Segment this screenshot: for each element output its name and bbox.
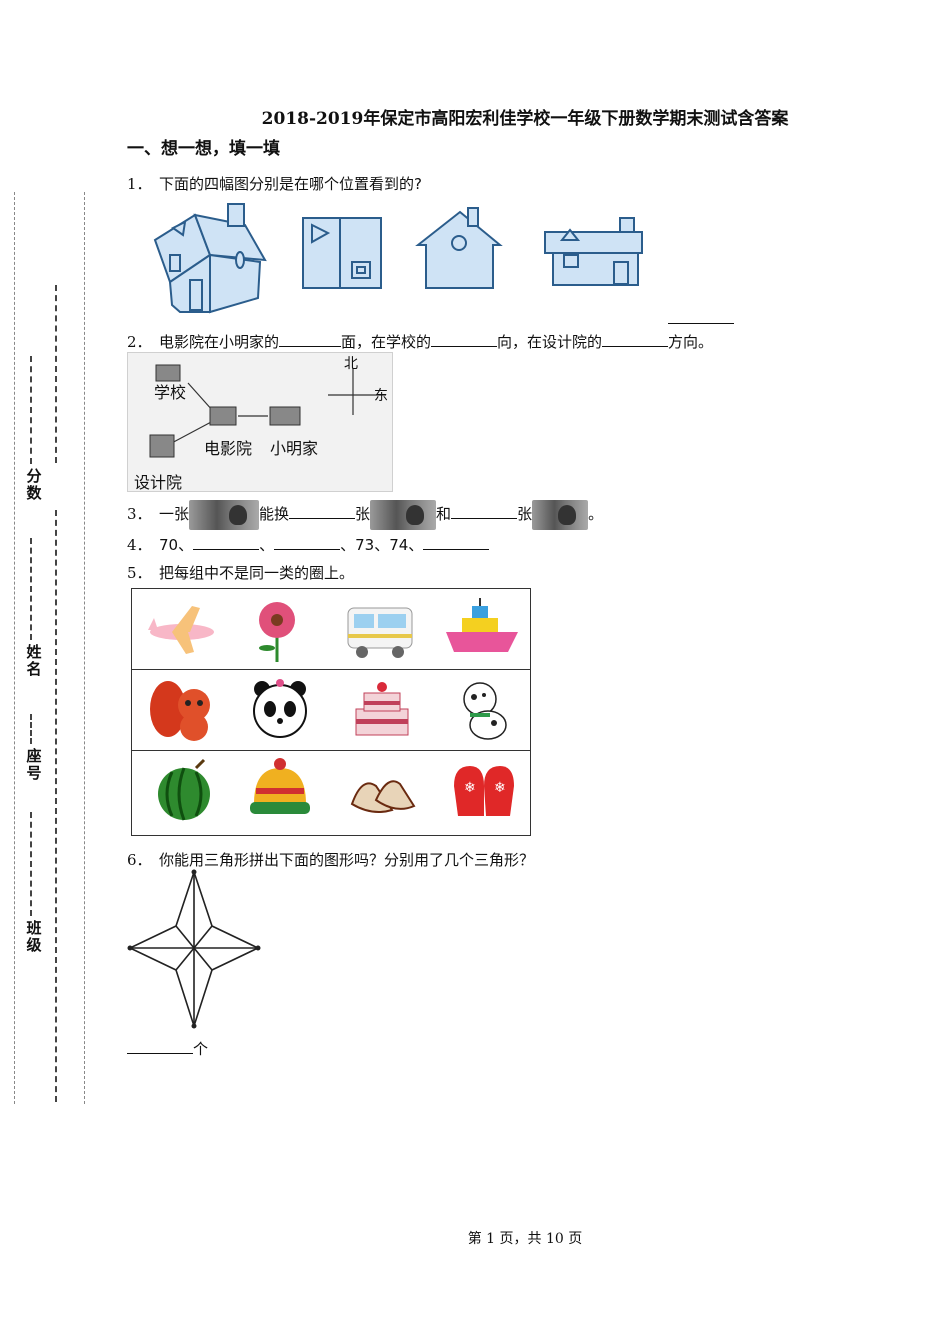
mittens-icon[interactable]: ❄❄ bbox=[444, 756, 524, 826]
question-3: 3． 一张 能换 张 和 张 。 bbox=[127, 498, 603, 530]
grid-row-animals bbox=[132, 670, 530, 751]
star-triangle-figure bbox=[127, 869, 261, 1029]
squirrel-icon[interactable] bbox=[144, 675, 224, 745]
q6-blank[interactable] bbox=[127, 1039, 193, 1054]
question-number: 2． bbox=[127, 333, 152, 351]
question-1: 1． 下面的四幅图分别是在哪个位置看到的? bbox=[127, 173, 422, 194]
question-2: 2． 电影院在小明家的 面，在学校的 向，在设计院的 方向。 bbox=[127, 331, 713, 352]
name-label: 姓名 bbox=[26, 643, 42, 678]
binding-dash bbox=[30, 538, 32, 640]
question-5: 5． 把每组中不是同一类的圈上。 bbox=[127, 562, 354, 583]
q2-text-part: 电影院在小明家的 bbox=[159, 333, 280, 351]
map-lines bbox=[149, 364, 386, 458]
shoes-icon[interactable] bbox=[342, 756, 422, 826]
cake-icon[interactable] bbox=[342, 675, 422, 745]
panda-icon[interactable] bbox=[240, 675, 320, 745]
svg-text:❄: ❄ bbox=[464, 780, 476, 796]
q1-answer-blank[interactable] bbox=[668, 309, 734, 324]
dog-icon[interactable] bbox=[442, 675, 522, 745]
question-number: 3． bbox=[127, 505, 152, 523]
bus-icon[interactable] bbox=[340, 594, 420, 664]
q2-text-part: 向，在设计院的 bbox=[497, 333, 603, 351]
q3-blank-1[interactable] bbox=[289, 504, 356, 519]
q2-blank-2[interactable] bbox=[431, 332, 498, 347]
class-label: 班级 bbox=[26, 919, 42, 954]
flower-icon[interactable] bbox=[237, 594, 317, 664]
house-side-view-icon bbox=[544, 217, 643, 286]
q3-text-part: 一张 bbox=[159, 505, 190, 523]
binding-dash bbox=[30, 356, 32, 464]
map-label-design: 设计院 bbox=[134, 473, 183, 492]
map-label-school: 学校 bbox=[154, 383, 187, 402]
q4-text-part: 、 bbox=[259, 536, 275, 554]
home-icon bbox=[269, 406, 301, 426]
direction-map: 学校 电影院 小明家 设计院 北 东 bbox=[127, 352, 393, 492]
score-label: 分数 bbox=[26, 467, 42, 502]
banknote-icon bbox=[370, 499, 437, 530]
question-text: 把每组中不是同一类的圈上。 bbox=[159, 564, 355, 582]
q3-text-part: 张 bbox=[355, 505, 371, 523]
q2-text-part: 面，在学校的 bbox=[341, 333, 432, 351]
binding-line-inner bbox=[84, 192, 85, 1104]
q4-text-part: 、73、74、 bbox=[340, 536, 424, 554]
seat-label: 座号 bbox=[26, 747, 42, 782]
map-label-east: 东 bbox=[374, 388, 388, 404]
banknote-icon bbox=[189, 499, 260, 530]
page-footer: 第 1 页，共 10 页 bbox=[467, 1231, 583, 1247]
map-label-cinema: 电影院 bbox=[204, 439, 253, 458]
binding-line-outer bbox=[14, 192, 15, 1104]
question-number: 4． bbox=[127, 536, 152, 554]
question-6: 6． 你能用三角形拼出下面的图形吗？分别用了几个三角形？ bbox=[127, 849, 534, 870]
question-4: 4． 70、 、 、73、74、 bbox=[127, 534, 490, 555]
q4-blank-3[interactable] bbox=[423, 535, 490, 550]
design-institute-icon bbox=[149, 434, 175, 458]
document-title: 2018-2019年保定市高阳宏利佳学校一年级下册数学期末测试含答案 bbox=[261, 109, 789, 129]
house-perspective-icon bbox=[153, 203, 267, 314]
q4-blank-1[interactable] bbox=[193, 535, 260, 550]
question-number: 1． bbox=[127, 175, 152, 193]
binding-dash bbox=[30, 812, 32, 916]
q3-text-part: 能换 bbox=[259, 505, 290, 523]
question-text: 下面的四幅图分别是在哪个位置看到的? bbox=[159, 175, 422, 193]
q2-text-part: 方向。 bbox=[668, 333, 714, 351]
q6-answer: 个 bbox=[127, 1038, 208, 1059]
q6-suffix: 个 bbox=[193, 1040, 209, 1058]
grid-row-vehicles bbox=[132, 589, 530, 670]
svg-text:❄: ❄ bbox=[494, 780, 506, 796]
question-number: 6． bbox=[127, 851, 152, 869]
map-label-home: 小明家 bbox=[270, 439, 319, 458]
cinema-icon bbox=[209, 406, 237, 426]
watermelon-icon[interactable] bbox=[144, 756, 224, 826]
banknote-icon bbox=[532, 499, 589, 530]
q3-text-part: 。 bbox=[588, 505, 604, 523]
hat-icon[interactable] bbox=[240, 756, 320, 826]
house-front-view-icon bbox=[415, 207, 503, 289]
q4-text-part: 70、 bbox=[159, 536, 194, 554]
school-icon bbox=[155, 364, 181, 382]
section-heading: 一、想一想，填一填 bbox=[127, 139, 280, 159]
question-number: 5． bbox=[127, 564, 152, 582]
q2-blank-1[interactable] bbox=[279, 332, 342, 347]
q3-blank-2[interactable] bbox=[451, 504, 518, 519]
grid-row-clothing: ❄❄ bbox=[132, 751, 530, 831]
q3-text-part: 张 bbox=[517, 505, 533, 523]
house-views-figure bbox=[153, 203, 643, 314]
binding-dash bbox=[30, 714, 32, 744]
classification-grid: ❄❄ bbox=[131, 588, 531, 836]
airplane-icon[interactable] bbox=[142, 594, 222, 664]
house-top-view-icon bbox=[302, 217, 382, 289]
ship-icon[interactable] bbox=[442, 594, 522, 664]
q2-blank-3[interactable] bbox=[602, 332, 669, 347]
binding-dash bbox=[55, 285, 57, 463]
map-label-north: 北 bbox=[344, 356, 358, 372]
question-text: 你能用三角形拼出下面的图形吗？分别用了几个三角形？ bbox=[159, 851, 535, 869]
q3-text-part: 和 bbox=[436, 505, 452, 523]
q4-blank-2[interactable] bbox=[274, 535, 341, 550]
binding-dash bbox=[55, 510, 57, 1102]
